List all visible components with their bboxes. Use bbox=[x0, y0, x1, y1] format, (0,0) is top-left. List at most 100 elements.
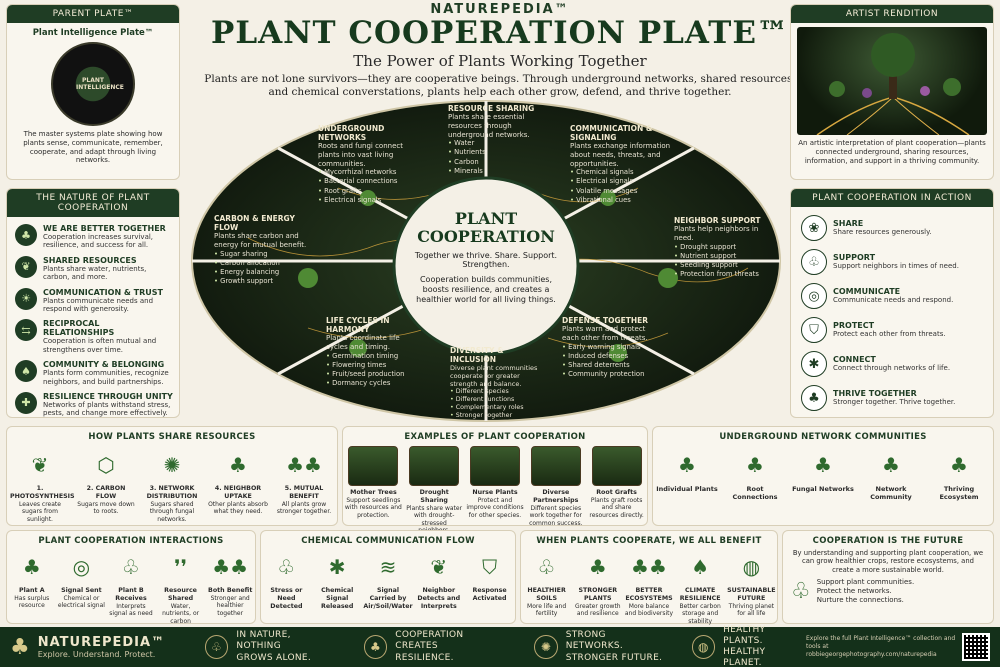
segment-title: DIVERSITY & INCLUSION bbox=[450, 346, 504, 364]
chemical-step: ⛉Response Activated bbox=[465, 550, 515, 603]
example-photo bbox=[591, 446, 642, 486]
segment-list-item: Flowering times bbox=[326, 361, 422, 370]
shield-icon: ⛉ bbox=[482, 555, 498, 579]
parent-plate-header: PARENT PLATE™ bbox=[7, 5, 179, 23]
step-label: Both Benefit bbox=[208, 587, 253, 594]
segment-title: DEFENSE TOGETHER bbox=[562, 316, 649, 325]
step-label: 3. NETWORK DISTRIBUTION bbox=[146, 485, 198, 500]
segment-list-item: Water bbox=[448, 139, 543, 148]
segment-list-item: Early warning signals bbox=[562, 343, 662, 352]
chemical-step: ❦Neighbor Detects and Interprets bbox=[414, 550, 464, 611]
segment-life-cycles[interactable]: LIFE CYCLES IN HARMONY Plants coordinate… bbox=[326, 316, 422, 388]
action-item-title: SUPPORT bbox=[833, 253, 876, 263]
action-header: PLANT COOPERATION IN ACTION bbox=[791, 189, 993, 207]
carbon-flow-icon: ⬡ bbox=[97, 453, 115, 477]
segment-defense-together[interactable]: DEFENSE TOGETHER Plants warn and protect… bbox=[562, 316, 662, 379]
segment-title: COMMUNICATION & SIGNALING bbox=[570, 124, 653, 142]
step-desc: Plants graft roots and share resources d… bbox=[589, 496, 644, 519]
action-item-desc: Support neighbors in times of need. bbox=[833, 262, 959, 271]
seedling-icon: ♧ bbox=[122, 555, 140, 579]
nature-item-desc: Plants communicate needs and respond wit… bbox=[43, 296, 154, 313]
segment-carbon-energy[interactable]: CARBON & ENERGY FLOW Plants share carbon… bbox=[214, 214, 310, 286]
step-desc: Stronger and healthier together bbox=[210, 594, 250, 617]
action-item-title: THRIVE TOGETHER bbox=[833, 389, 917, 399]
step-label: Signal Sent bbox=[61, 587, 102, 594]
step-label: CLIMATE RESILIENCE bbox=[679, 587, 721, 602]
action-item-title: COMMUNICATE bbox=[833, 287, 901, 297]
nature-item-desc: Plants form communities, recognize neigh… bbox=[43, 369, 169, 386]
chemical-step: ≋Signal Carried by Air/Soil/Water bbox=[363, 550, 413, 611]
tree-logo-icon: ♣ bbox=[10, 634, 30, 660]
footer-cta[interactable]: Explore the full Plant Intelligence™ col… bbox=[806, 634, 956, 659]
footer-brand[interactable]: ♣ NATUREPEDIA™ Explore. Understand. Prot… bbox=[0, 635, 205, 660]
step-label: Root Connections bbox=[732, 485, 778, 502]
artist-panel: ARTIST RENDITION An artistic interpretat… bbox=[790, 4, 994, 180]
footer-line-1: COOPERATION CREATES bbox=[395, 630, 464, 652]
brand-name: NATUREPEDIA™ bbox=[430, 2, 570, 17]
segment-list: Germination timingFlowering timesFruit/s… bbox=[326, 352, 422, 389]
nature-item-desc: Cooperation is often mutual and strength… bbox=[43, 337, 157, 354]
signal-icon: ☀ bbox=[15, 287, 37, 310]
step-desc: Other plants absorb what they need. bbox=[208, 500, 268, 516]
segment-resource-sharing[interactable]: RESOURCE SHARING Plants share essential … bbox=[448, 104, 543, 176]
footer-line-1: HEALTHY PLANTS. bbox=[723, 624, 766, 646]
qr-code[interactable] bbox=[962, 633, 990, 661]
step-desc: Leaves create sugars from sunlight. bbox=[19, 500, 61, 523]
action-item-desc: Communicate needs and respond. bbox=[833, 296, 954, 305]
parent-plate-desc: The master systems plate showing how pla… bbox=[23, 130, 163, 165]
water-drop-icon: ❦ bbox=[15, 255, 37, 278]
segment-list-item: Growth support bbox=[214, 277, 310, 286]
step-label: 2. CARBON FLOW bbox=[86, 485, 126, 500]
footer-line-2: STRONGER FUTURE. bbox=[565, 652, 663, 663]
segment-list: Sugar sharingCarbon allocationEnergy bal… bbox=[214, 250, 310, 287]
step-desc: Thriving planet for all life bbox=[728, 602, 775, 618]
step-label: 4. NEIGHBOR UPTAKE bbox=[214, 485, 262, 500]
footer-line-2: HEALTHY PLANET. bbox=[723, 647, 766, 667]
step-label: Plant B Receives bbox=[115, 587, 147, 602]
molecule-icon: ✱ bbox=[328, 555, 346, 579]
segment-underground-networks[interactable]: UNDERGROUND NETWORKS Roots and fungi con… bbox=[318, 124, 418, 205]
seedling-in-soil-icon: ♧ bbox=[791, 579, 811, 605]
examples-title: EXAMPLES OF PLANT COOPERATION bbox=[404, 432, 586, 442]
footer-brand-name: NATUREPEDIA™ bbox=[37, 635, 166, 650]
segment-title: RESOURCE SHARING bbox=[448, 104, 535, 113]
segment-communication-signaling[interactable]: COMMUNICATION & SIGNALING Plants exchang… bbox=[570, 124, 680, 205]
wheel-center: PLANT COOPERATION Together we thrive. Sh… bbox=[402, 210, 570, 305]
step-desc: All plants grow stronger together. bbox=[276, 500, 332, 516]
share-resources-panel: HOW PLANTS SHARE RESOURCES ❦1. PHOTOSYNT… bbox=[6, 426, 338, 526]
step-label: Stress or Need Detected bbox=[270, 587, 303, 610]
action-item-title: PROTECT bbox=[833, 321, 875, 331]
action-item-desc: Connect through networks of life. bbox=[833, 364, 951, 373]
leaf-icon: ❦ bbox=[430, 555, 448, 579]
example-photo bbox=[348, 446, 399, 486]
signal-icon: ◎ bbox=[72, 555, 91, 579]
segment-list-item: Different functions bbox=[450, 396, 546, 404]
future-panel: COOPERATION IS THE FUTURE By understandi… bbox=[782, 530, 994, 624]
segment-neighbor-support[interactable]: NEIGHBOR SUPPORT Plants help neighbors i… bbox=[674, 216, 772, 279]
segment-diversity-inclusion[interactable]: DIVERSITY & INCLUSION Diverse plant comm… bbox=[450, 346, 546, 420]
artist-header: ARTIST RENDITION bbox=[791, 5, 993, 23]
step-desc: Has surplus resource bbox=[14, 594, 50, 610]
footer-brand-tag: Explore. Understand. Protect. bbox=[37, 650, 156, 659]
community-icon: ♠ bbox=[15, 360, 37, 383]
parent-plate-disk[interactable]: PLANT INTELLIGENCE bbox=[51, 42, 135, 126]
step-label: Plant A bbox=[19, 587, 45, 594]
center-tagline: Together we thrive. Share. Support. Stre… bbox=[414, 251, 558, 270]
step-label: Resource Shared bbox=[164, 587, 197, 602]
